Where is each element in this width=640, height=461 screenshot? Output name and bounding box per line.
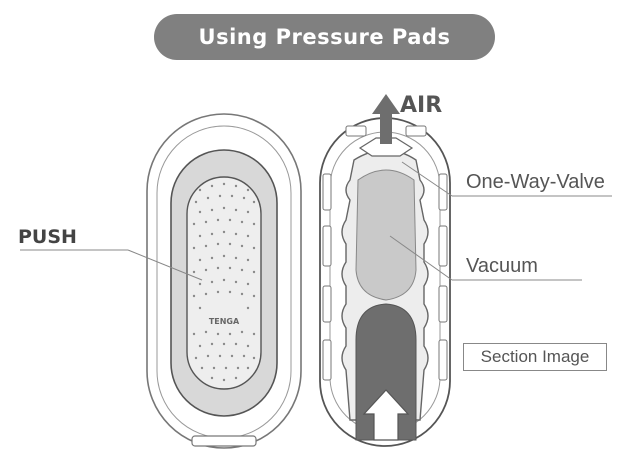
one-way-valve: [358, 137, 414, 157]
pad-dots: [192, 182, 256, 382]
air-label: AIR: [400, 93, 443, 118]
vacuum-chamber: [355, 169, 417, 301]
device-section-view: [319, 117, 451, 447]
air-arrow-icon: [372, 94, 400, 144]
push-label: PUSH: [18, 226, 77, 248]
pressure-pad: [186, 176, 262, 390]
brand-logo: TENGA: [209, 317, 240, 326]
one-way-valve-label: One-Way-Valve: [466, 171, 605, 193]
device-outer-view: TENGA: [146, 113, 302, 449]
section-image-label: Section Image: [463, 343, 607, 371]
page-title: Using Pressure Pads: [154, 14, 495, 60]
vacuum-label: Vacuum: [466, 255, 538, 277]
push-up-arrow-icon: [362, 389, 410, 441]
